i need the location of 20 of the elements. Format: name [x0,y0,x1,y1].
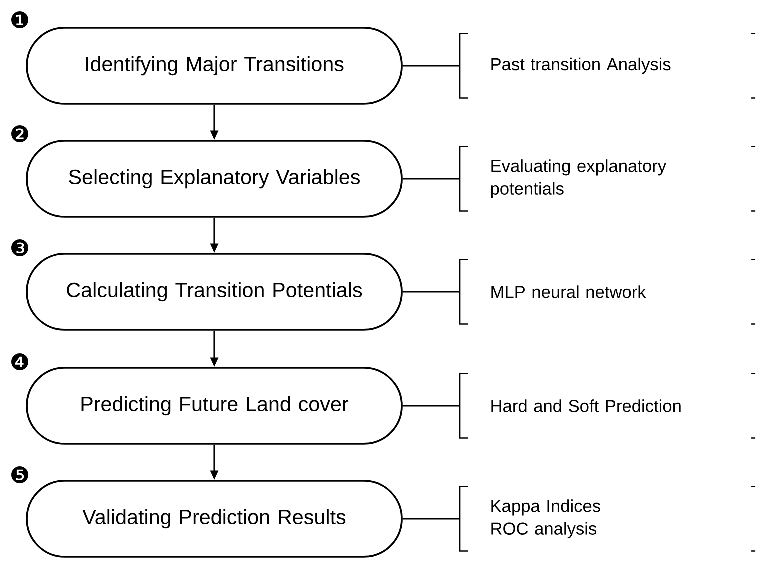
bracket-note: Kappa Indices ROC analysis [459,486,756,552]
process-box: Calculating Transition Potentials [26,253,403,331]
connector-line [402,65,460,67]
process-box: Identifying Major Transitions [26,27,403,105]
bracket-note: Evaluating explanatory potentials [459,146,756,212]
connector-line [402,405,460,407]
bracket-note: MLP neural network [459,259,756,325]
connector-line [402,291,460,293]
step-number: ❹ [12,354,28,370]
bracket-note: Past transition Analysis [459,33,756,99]
bracket-note: Hard and Soft Prediction [459,373,756,439]
process-box: Selecting Explanatory Variables [26,140,403,218]
step-number: ❷ [12,126,28,142]
step-number: ❺ [12,466,28,484]
process-box: Predicting Future Land cover [26,367,403,445]
process-box: Validating Prediction Results [26,480,403,558]
connector-line [402,178,460,180]
connector-line [402,518,460,520]
step-number: ❸ [12,240,28,256]
step-number: ❶ [12,12,28,28]
